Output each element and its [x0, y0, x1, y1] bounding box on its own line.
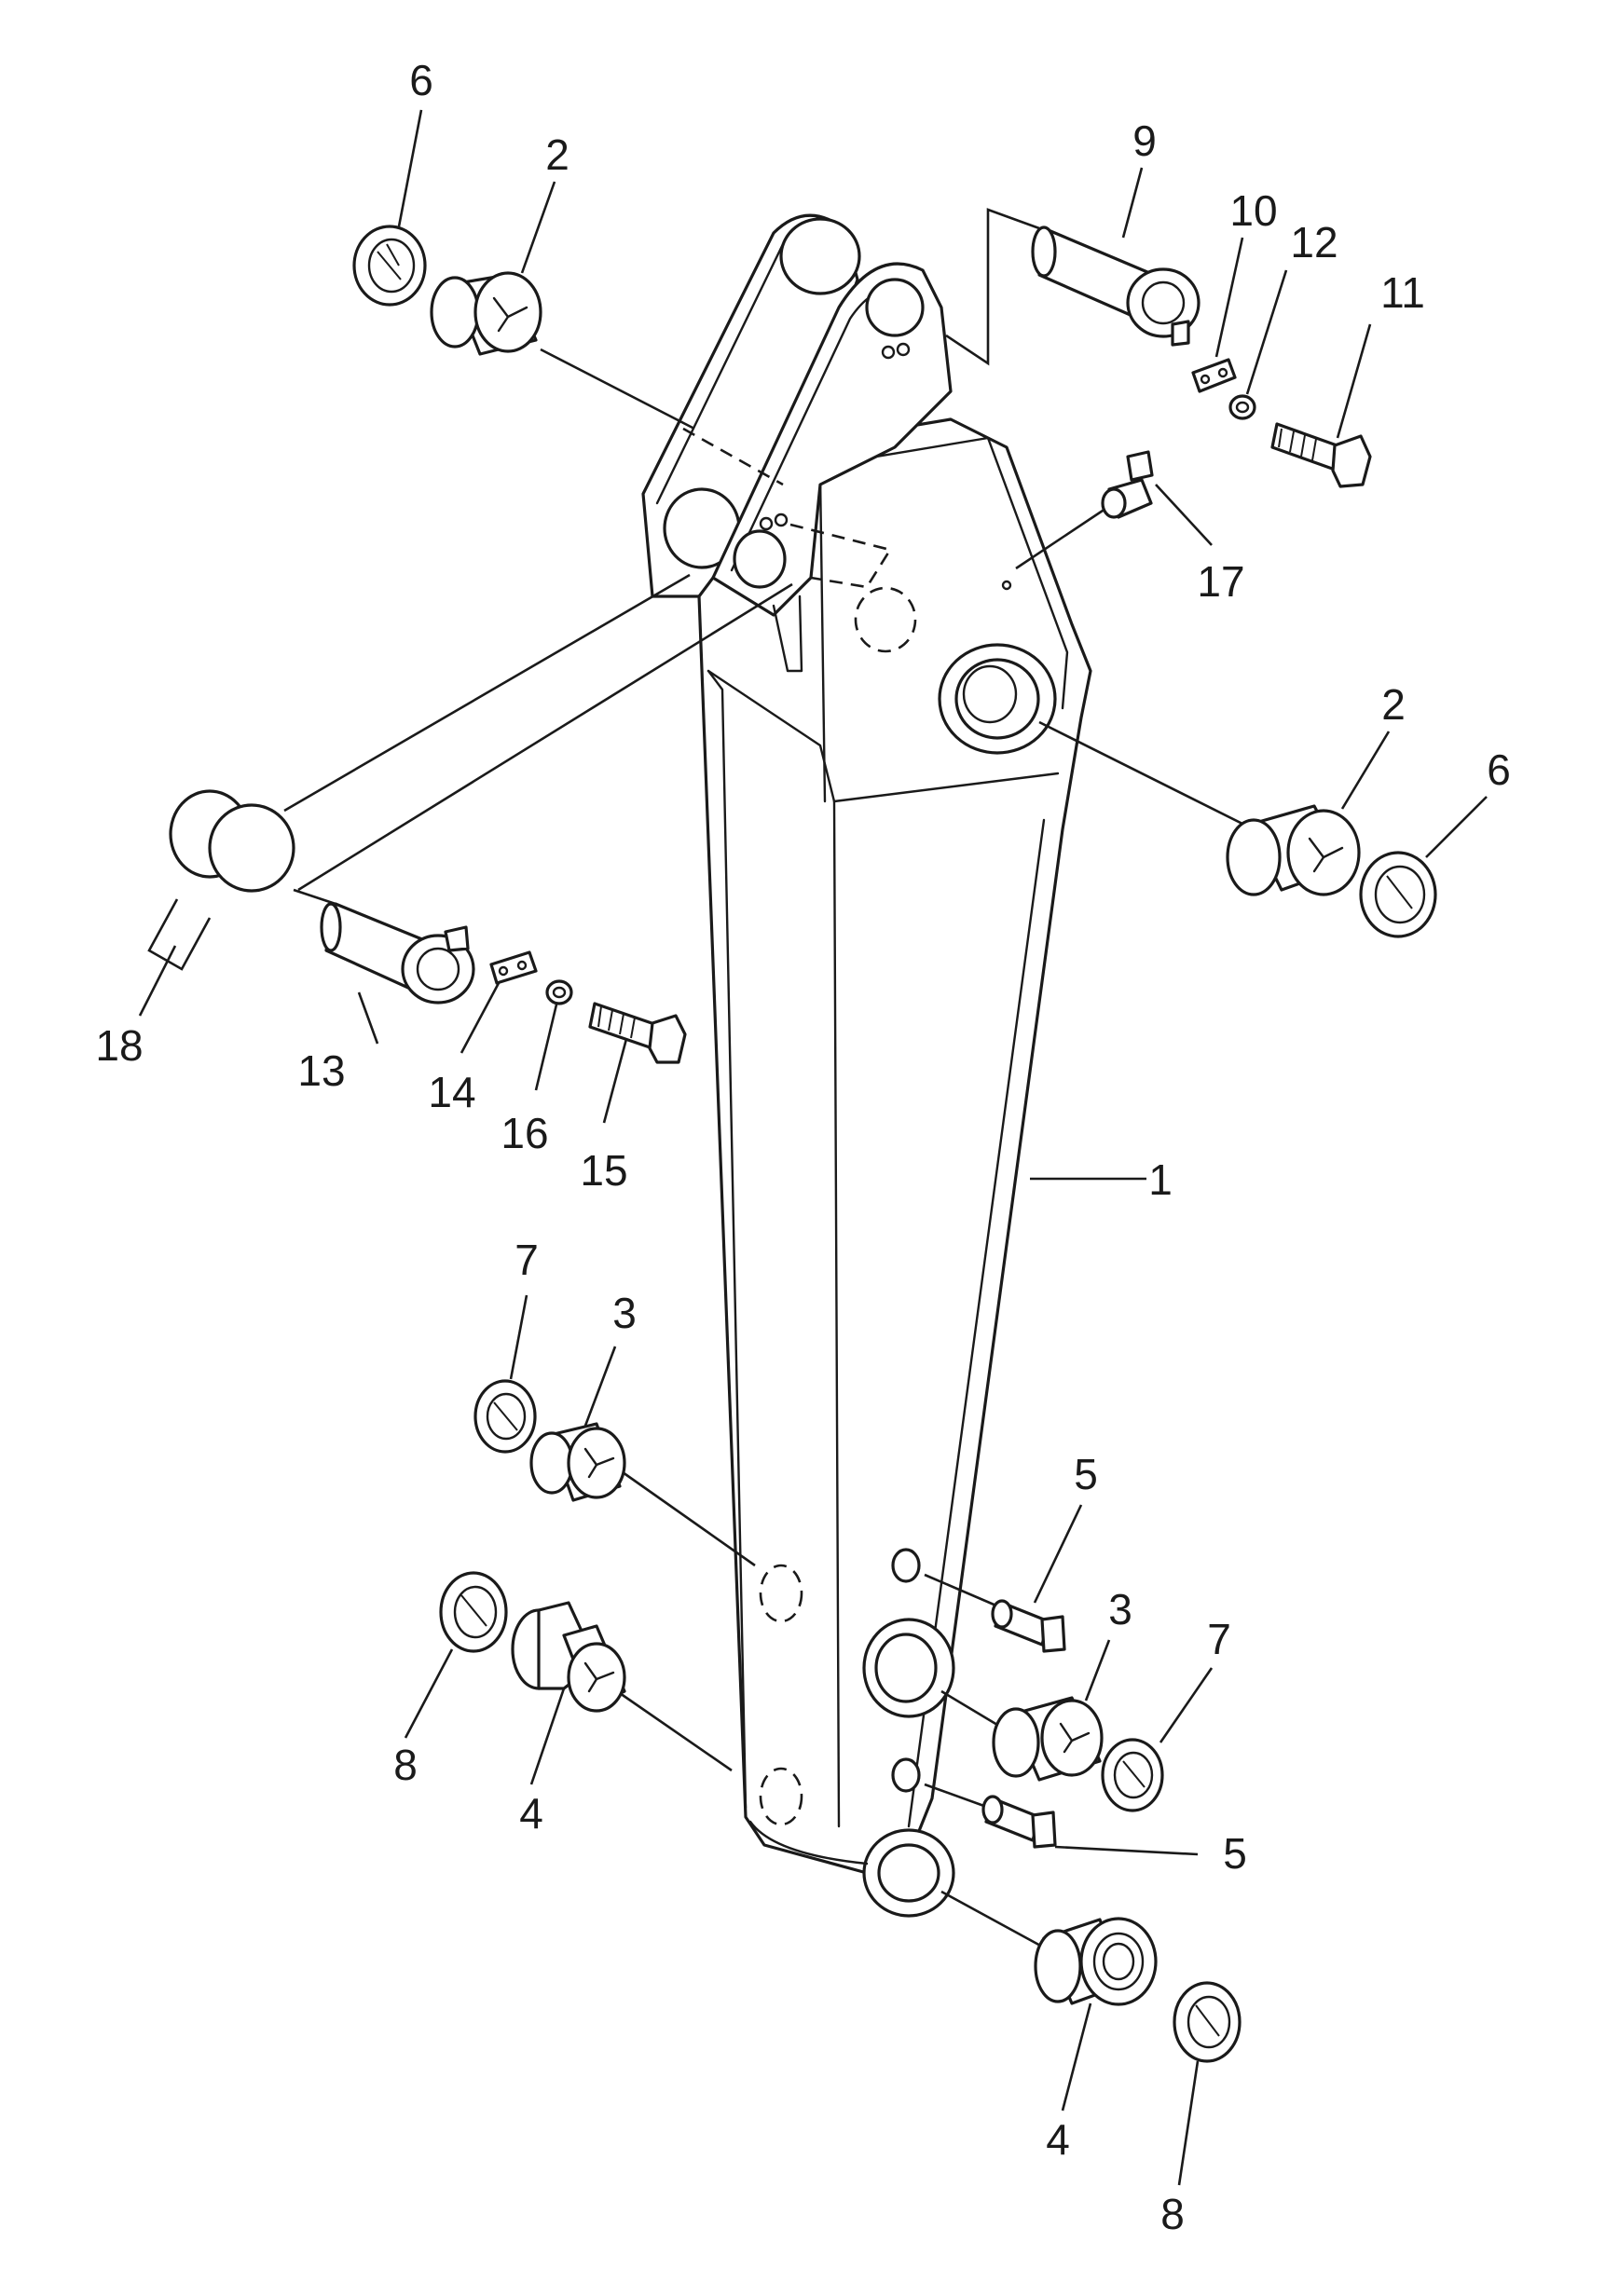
seal-8-left [439, 1571, 508, 1653]
label-part-18: 18 [95, 1021, 143, 1070]
plate-10 [1191, 358, 1237, 393]
washer-12 [1228, 394, 1256, 420]
top-rear-pin-hole [779, 217, 861, 295]
seal-7-left [473, 1379, 537, 1454]
grease-fitting-17 [1101, 450, 1154, 519]
bushing-2-right [1226, 804, 1361, 896]
label-part-6-right: 6 [1487, 745, 1511, 794]
label-part-9: 9 [1132, 116, 1157, 165]
label-part-5-lower: 5 [1223, 1829, 1247, 1878]
pin-9 [1031, 226, 1201, 347]
bottom-end-boss [862, 1828, 955, 1918]
bushing-3-left [529, 1422, 626, 1502]
label-part-4-right: 4 [1046, 2115, 1070, 2164]
label-part-4-left: 4 [519, 1789, 543, 1838]
bolt-11 [1270, 422, 1372, 488]
seal-7-right [1101, 1738, 1164, 1812]
label-part-14: 14 [428, 1068, 475, 1116]
grease-fitting-5-lower [981, 1795, 1057, 1849]
callout-leaders [138, 109, 1488, 2186]
pin-13 [320, 902, 475, 1004]
label-part-12: 12 [1290, 218, 1338, 266]
label-part-15: 15 [580, 1146, 627, 1195]
label-part-10: 10 [1229, 186, 1277, 235]
arm-body [641, 213, 1092, 1918]
bolt-15 [588, 1002, 687, 1064]
grease-fitting-5-upper [991, 1599, 1066, 1653]
label-part-11: 11 [1380, 268, 1425, 317]
label-part-8-right: 8 [1160, 2190, 1185, 2238]
label-part-6-top: 6 [409, 56, 433, 104]
front-lug-hole [733, 529, 787, 589]
label-part-8-left: 8 [393, 1741, 418, 1789]
label-part-1: 1 [1148, 1155, 1173, 1204]
part-labels: 6 2 9 10 12 11 17 2 6 18 13 14 16 15 1 7… [95, 56, 1510, 2238]
label-part-2-top: 2 [545, 130, 569, 179]
bushing-3-right [992, 1696, 1104, 1782]
label-part-3-right: 3 [1108, 1585, 1132, 1633]
label-part-5-upper: 5 [1074, 1450, 1098, 1498]
seal-6-right [1359, 851, 1437, 938]
flanged-bushing-4-right [1034, 1917, 1158, 2006]
top-front-pin-hole [865, 278, 925, 337]
label-part-7-left: 7 [515, 1236, 539, 1284]
washer-16 [545, 979, 573, 1005]
bushing-2-top [430, 271, 542, 356]
label-part-3-left: 3 [612, 1289, 637, 1337]
label-part-13: 13 [297, 1046, 345, 1095]
seal-8-right [1173, 1981, 1242, 2063]
label-part-16: 16 [501, 1109, 548, 1157]
flanged-bushing-4-left [511, 1601, 626, 1713]
label-part-2-right: 2 [1381, 680, 1406, 729]
plate-14 [489, 950, 538, 985]
label-part-17: 17 [1197, 557, 1244, 606]
seal-6-top [352, 225, 427, 307]
label-part-7-right: 7 [1207, 1615, 1231, 1663]
shims-18 [147, 789, 295, 971]
